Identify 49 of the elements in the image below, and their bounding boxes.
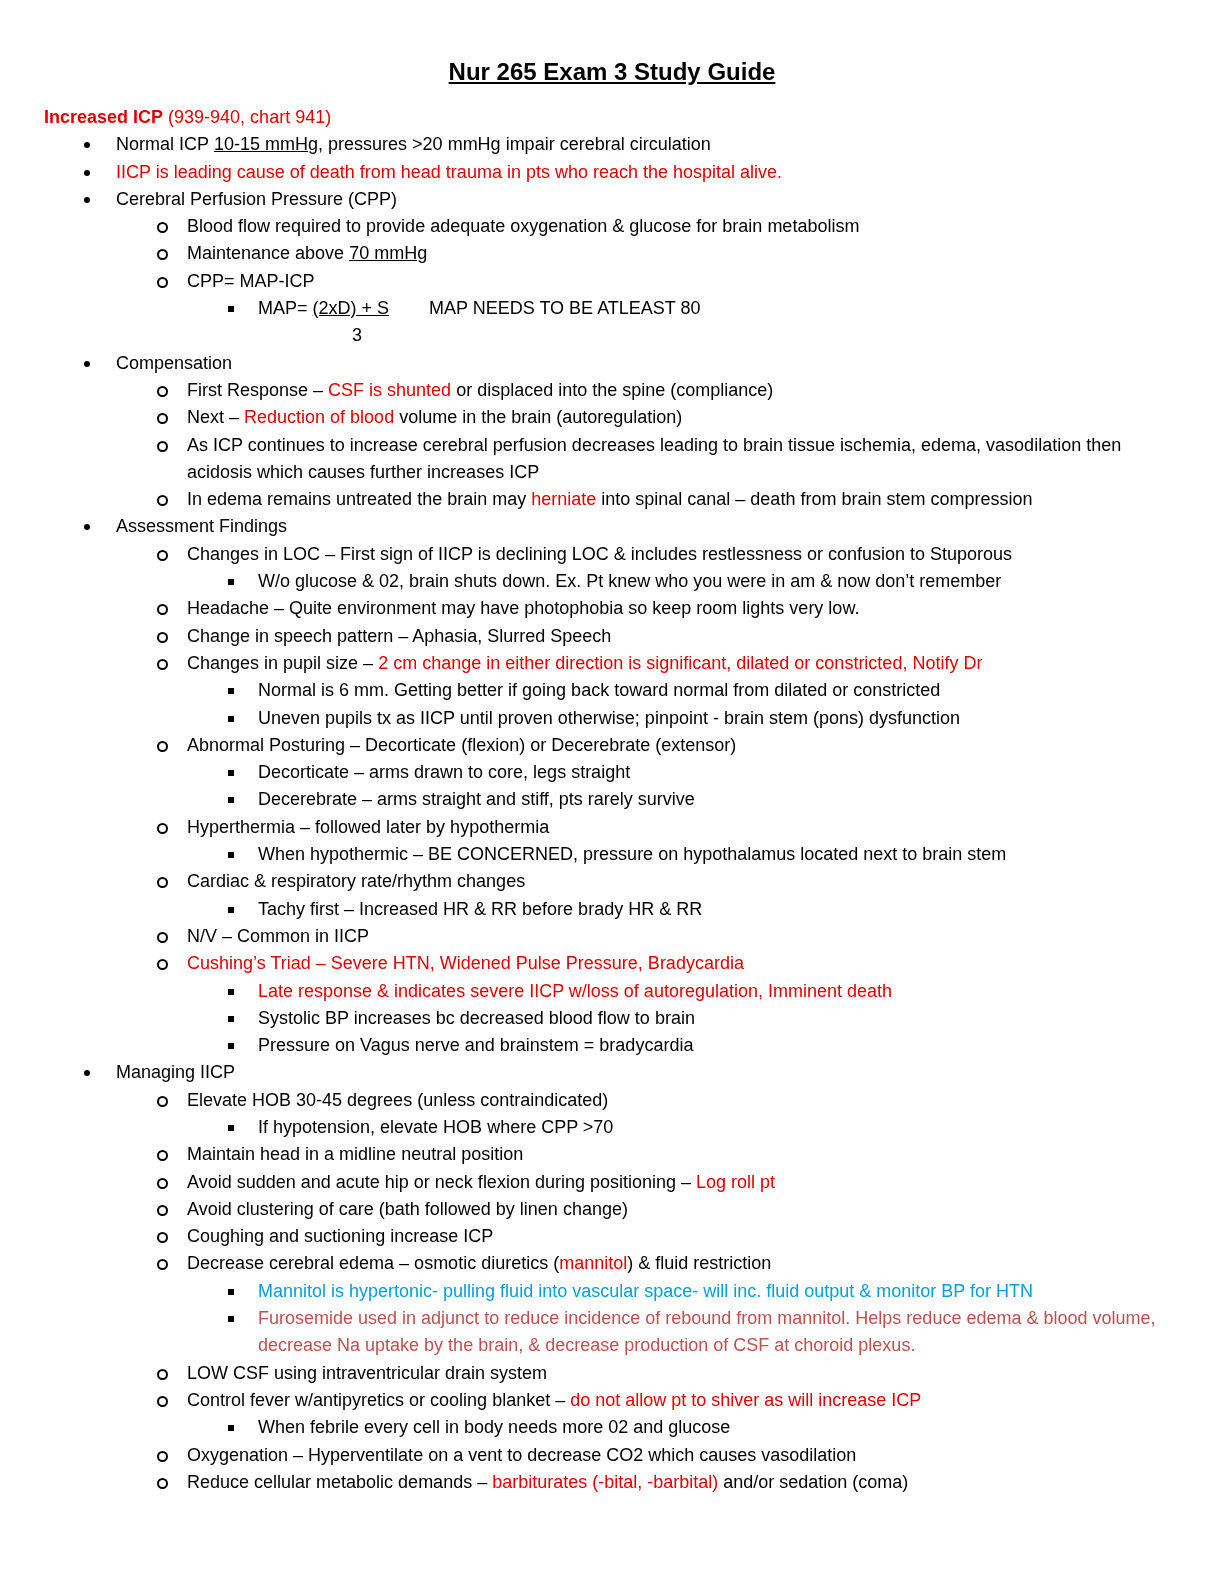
page-title: Nur 265 Exam 3 Study Guide — [447, 58, 777, 86]
formula-denominator: 3 — [352, 324, 362, 348]
list-item-text: CPP= MAP-ICP — [187, 269, 315, 293]
list-item-text: Decrease cerebral edema – osmotic diuretics (mannitol) & fluid restriction — [187, 1252, 772, 1276]
list-item-text: Pressure on Vagus nerve and brainstem = bradycardia — [258, 1034, 694, 1058]
list-item-text: Cerebral Perfusion Pressure (CPP) — [116, 187, 398, 211]
list-item-text: Uneven pupils tx as IICP until proven otherwise; pinpoint - brain stem (pons) dysfunction — [258, 706, 961, 730]
list-item-text: Avoid sudden and acute hip or neck flexion during positioning – Log roll pt — [187, 1170, 776, 1194]
list-item-text: Changes in LOC – First sign of IICP is declining LOC & includes restlessness or confusion to Stuporous — [187, 542, 1013, 566]
list-item-text: Changes in pupil size – 2 cm change in either direction is significant, dilated or constricted, Notify Dr — [187, 651, 983, 675]
list-item-text: Assessment Findings — [116, 515, 288, 539]
list-item-text: Reduce cellular metabolic demands – barbiturates (-bital, -barbital) and/or sedation (coma) — [187, 1470, 909, 1494]
list-item-text: Oxygenation – Hyperventilate on a vent to decrease CO2 which causes vasodilation — [187, 1443, 857, 1467]
list-item-text: Maintain head in a midline neutral position — [187, 1143, 524, 1167]
list-item-text: First Response – CSF is shunted or displaced into the spine (compliance) — [187, 378, 774, 402]
section-heading: Increased ICP (939-940, chart 941) — [44, 106, 332, 129]
list-item-text: Cardiac & respiratory rate/rhythm changes — [187, 870, 526, 894]
list-item-text: Blood flow required to provide adequate oxygenation & glucose for brain metabolism — [187, 215, 860, 239]
list-item-text: Next – Reduction of blood volume in the brain (autoregulation) — [187, 406, 683, 430]
list-item-text: Mannitol is hypertonic- pulling fluid into vascular space- will inc. fluid output & monitor BP for HTN — [258, 1279, 1033, 1303]
list-item-text: W/o glucose & 02, brain shuts down. Ex. Pt knew who you were in am & now don’t remember — [258, 570, 1002, 594]
list-item-text: When febrile every cell in body needs more 02 and glucose — [258, 1416, 731, 1440]
list-item-text: LOW CSF using intraventricular drain system — [187, 1361, 548, 1385]
list-item-text: In edema remains untreated the brain may herniate into spinal canal – death from brain stem compression — [187, 488, 1033, 512]
list-item-text: Headache – Quite environment may have photophobia so keep room lights very low. — [187, 597, 860, 621]
list-item-text: When hypothermic – BE CONCERNED, pressure on hypothalamus located next to brain stem — [258, 843, 1007, 866]
list-item-text: Change in speech pattern – Aphasia, Slurred Speech — [187, 624, 612, 648]
list-item-text: Normal is 6 mm. Getting better if going back toward normal from dilated or constricted — [258, 679, 941, 703]
list-item-text: Tachy first – Increased HR & RR before brady HR & RR — [258, 897, 703, 921]
list-item-text: Compensation — [116, 351, 233, 375]
list-item-text: Abnormal Posturing – Decorticate (flexion) or Decerebrate (extensor) — [187, 733, 737, 757]
list-item-text: Coughing and suctioning increase ICP — [187, 1225, 494, 1249]
list-item-text: Normal ICP 10-15 mmHg, pressures >20 mmHg impair cerebral circulation — [116, 133, 711, 157]
list-item-text: Avoid clustering of care (bath followed by linen change) — [187, 1197, 628, 1221]
list-item-text: Furosemide used in adjunct to reduce incidence of rebound from mannitol. Helps reduce edema & blood volume, decrease Na uptake by the brain, & decrease production of CSF at choroid plexus. — [258, 1307, 1157, 1358]
list-item-text: Decerebrate – arms straight and stiff, pts rarely survive — [258, 788, 695, 812]
list-item-text: Systolic BP increases bc decreased blood flow to brain — [258, 1006, 695, 1030]
list-item-text: Cushing’s Triad – Severe HTN, Widened Pulse Pressure, Bradycardia — [187, 952, 744, 976]
list-item-text: Hyperthermia – followed later by hypothermia — [187, 815, 550, 839]
list-item-text: Control fever w/antipyretics or cooling blanket – do not allow pt to shiver as will increase ICP — [187, 1388, 922, 1412]
list-item-text: N/V – Common in IICP — [187, 924, 370, 948]
list-item-text: Elevate HOB 30-45 degrees (unless contraindicated) — [187, 1088, 609, 1112]
list-item-text: If hypotension, elevate HOB where CPP >70 — [258, 1116, 614, 1139]
list-item-text: Managing IICP — [116, 1061, 236, 1085]
list-item-text: Late response & indicates severe IICP w/loss of autoregulation, Imminent death — [258, 979, 893, 1003]
formula-text: MAP= (2xD) + S MAP NEEDS TO BE ATLEAST 80 — [258, 297, 701, 321]
list-item-text: IICP is leading cause of death from head trauma in pts who reach the hospital alive. — [116, 160, 783, 184]
list-item-text: Decorticate – arms drawn to core, legs straight — [258, 761, 631, 785]
list-item-text: Maintenance above 70 mmHg — [187, 242, 428, 266]
